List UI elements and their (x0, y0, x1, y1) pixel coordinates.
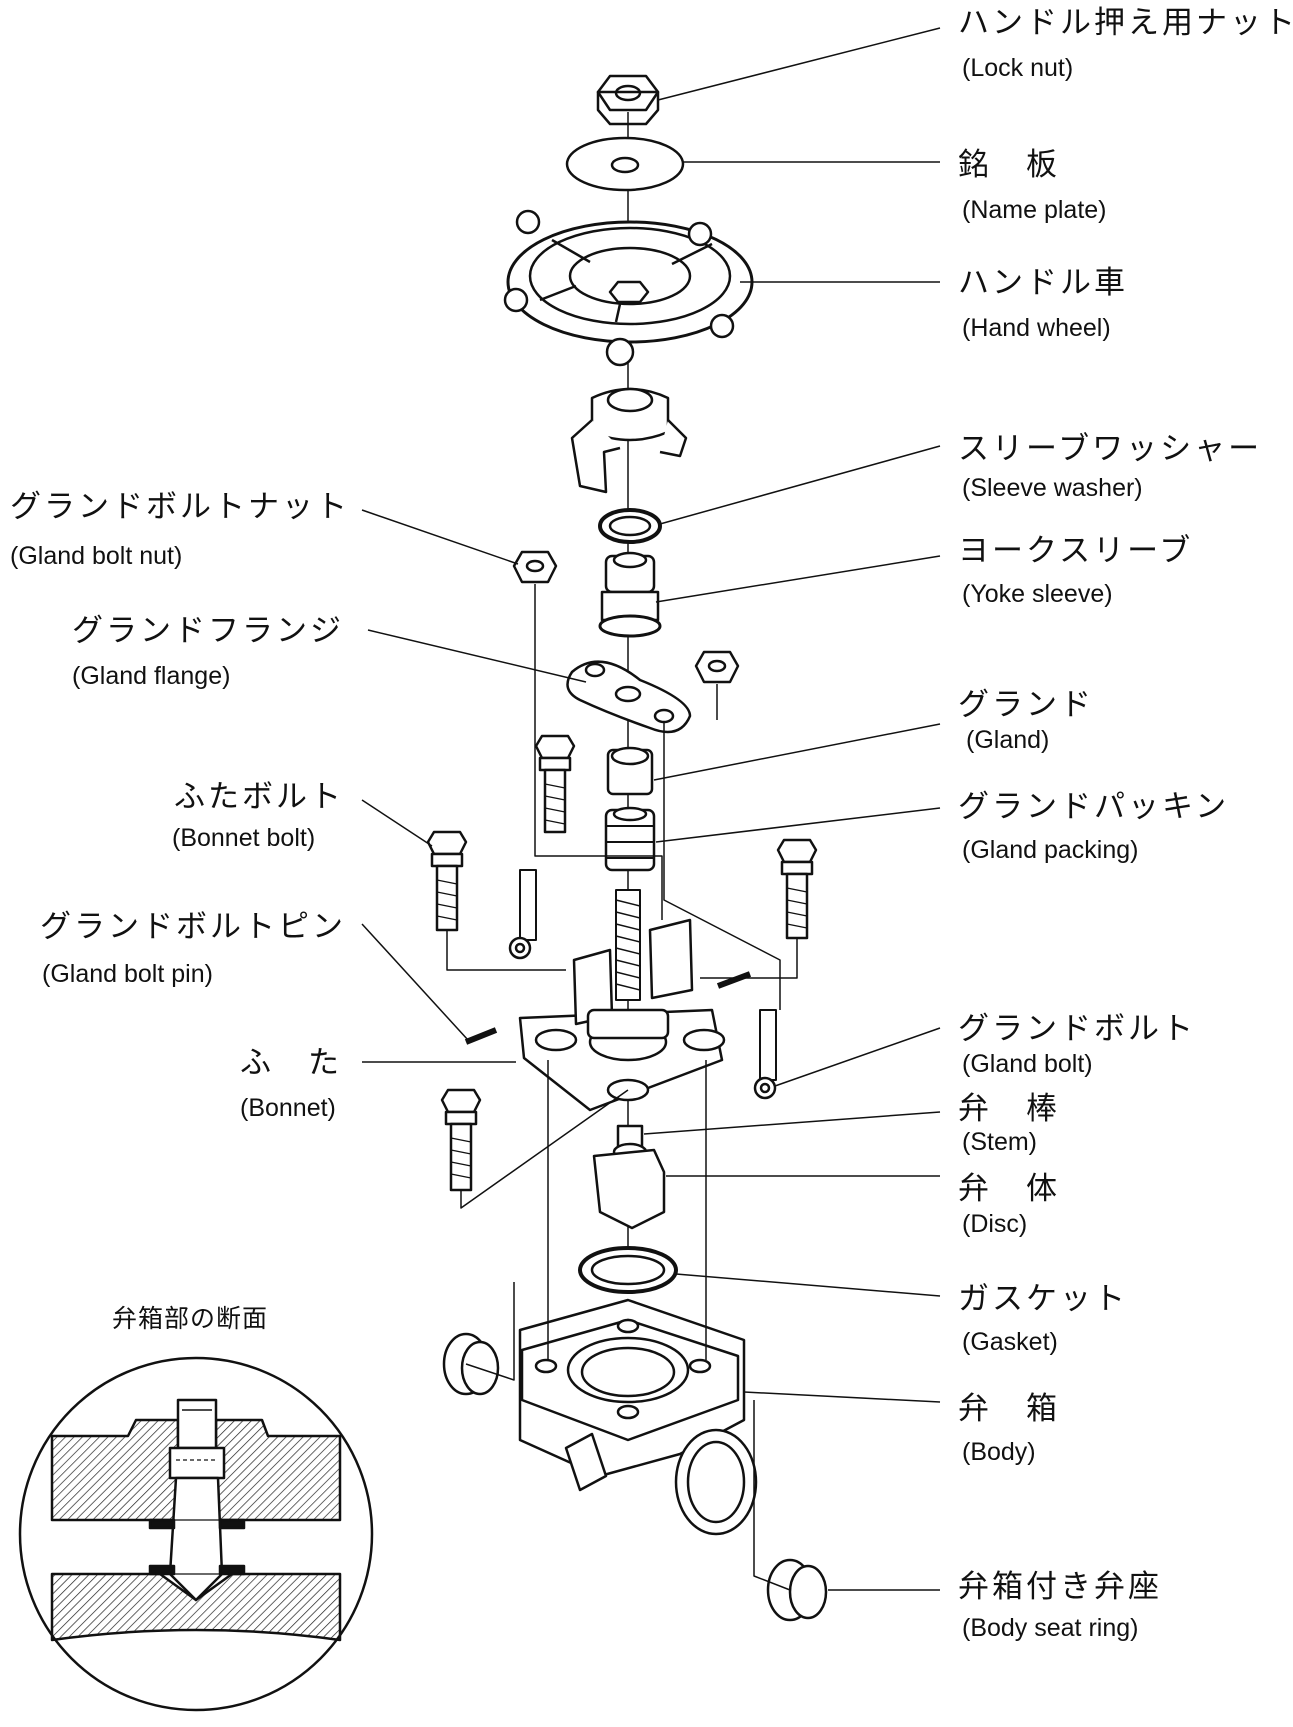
label-gland-bolt-nut-en: (Gland bolt nut) (10, 542, 183, 570)
valve-body-part (518, 1298, 758, 1536)
name-plate-part (565, 136, 685, 192)
label-body-jp: 弁 箱 (958, 1391, 1060, 1427)
label-gland-en: (Gland) (966, 726, 1050, 754)
cross-section-title: 弁箱部の断面 (112, 1304, 269, 1333)
label-disc-en: (Disc) (962, 1210, 1028, 1238)
label-stem-en: (Stem) (962, 1128, 1037, 1156)
bonnet-bolt-2 (426, 830, 468, 932)
gland-packing-part (604, 806, 656, 872)
label-lock-nut-jp: ハンドル押え用ナット (958, 5, 1293, 41)
label-gland-bolt-jp: グランドボルト (958, 1011, 1196, 1047)
label-gland-packing-jp: グランドパッキン (958, 789, 1230, 825)
gland-part (606, 746, 654, 796)
sleeve-washer-part (598, 508, 662, 544)
hand-wheel-part (503, 209, 754, 367)
label-gasket-en: (Gasket) (962, 1328, 1058, 1356)
disc-part (592, 1148, 666, 1230)
label-gland-bolt-en: (Gland bolt) (962, 1050, 1093, 1078)
label-bonnet-jp: ふ た (240, 1045, 342, 1081)
gland-bolt-nut-right (694, 650, 740, 684)
gland-bolt-right (753, 1009, 777, 1100)
body-seat-ring-right (766, 1558, 828, 1622)
label-disc-jp: 弁 体 (958, 1171, 1060, 1207)
label-bonnet-bolt-en: (Bonnet bolt) (172, 824, 316, 852)
label-gland-packing-en: (Gland packing) (962, 836, 1139, 864)
label-gland-bolt-pin-jp: グランドボルトピン (40, 909, 346, 945)
lock-nut-part (596, 74, 660, 126)
gland-bolt-pin-right (716, 971, 752, 989)
label-hand-wheel-en: (Hand wheel) (962, 314, 1111, 342)
gland-bolt-nut-left (512, 550, 558, 584)
label-hand-wheel-jp: ハンドル車 (958, 265, 1128, 301)
label-name-plate-jp: 銘 板 (958, 147, 1060, 183)
body-seat-ring-left (442, 1332, 500, 1396)
bonnet-part (518, 918, 726, 1112)
label-gland-bolt-nut-jp: グランドボルトナット (10, 489, 350, 525)
stem-thread-part (615, 889, 641, 1001)
label-name-plate-en: (Name plate) (962, 196, 1107, 224)
yoke-sleeve-part (598, 551, 662, 638)
label-gland-bolt-pin-en: (Gland bolt pin) (42, 960, 213, 988)
label-stem-jp: 弁 棒 (958, 1091, 1060, 1127)
label-yoke-sleeve-jp: ヨークスリーブ (958, 533, 1194, 569)
label-gland-flange-jp: グランドフランジ (72, 613, 344, 649)
assembly-guide-lines (446, 640, 798, 1591)
label-lock-nut-en: (Lock nut) (962, 54, 1074, 82)
label-gland-jp: グランド (958, 687, 1094, 723)
cross-section-circle (18, 1356, 374, 1712)
label-bonnet-bolt-jp: ふたボルト (174, 779, 344, 815)
leader-lines (361, 27, 941, 1591)
label-body-seat-ring-en: (Body seat ring) (962, 1614, 1139, 1642)
label-body-en: (Body) (962, 1438, 1036, 1466)
label-bonnet-en: (Bonnet) (240, 1094, 336, 1122)
label-sleeve-washer-jp: スリーブワッシャー (958, 431, 1263, 467)
label-sleeve-washer-en: (Sleeve washer) (962, 474, 1143, 502)
bonnet-bolt-1 (534, 734, 576, 834)
bonnet-bolt-3 (776, 838, 818, 940)
label-gland-flange-en: (Gland flange) (72, 662, 231, 690)
label-gasket-jp: ガスケット (958, 1281, 1128, 1317)
yoke-part (570, 387, 688, 494)
gland-flange-part (566, 660, 692, 734)
label-body-seat-ring-jp: 弁箱付き弁座 (958, 1569, 1162, 1605)
gland-bolt-left (508, 869, 537, 960)
label-yoke-sleeve-en: (Yoke sleeve) (962, 580, 1113, 608)
bonnet-bolt-4 (440, 1088, 482, 1192)
gasket-part (578, 1246, 678, 1294)
gland-bolt-pin-left (464, 1027, 498, 1045)
